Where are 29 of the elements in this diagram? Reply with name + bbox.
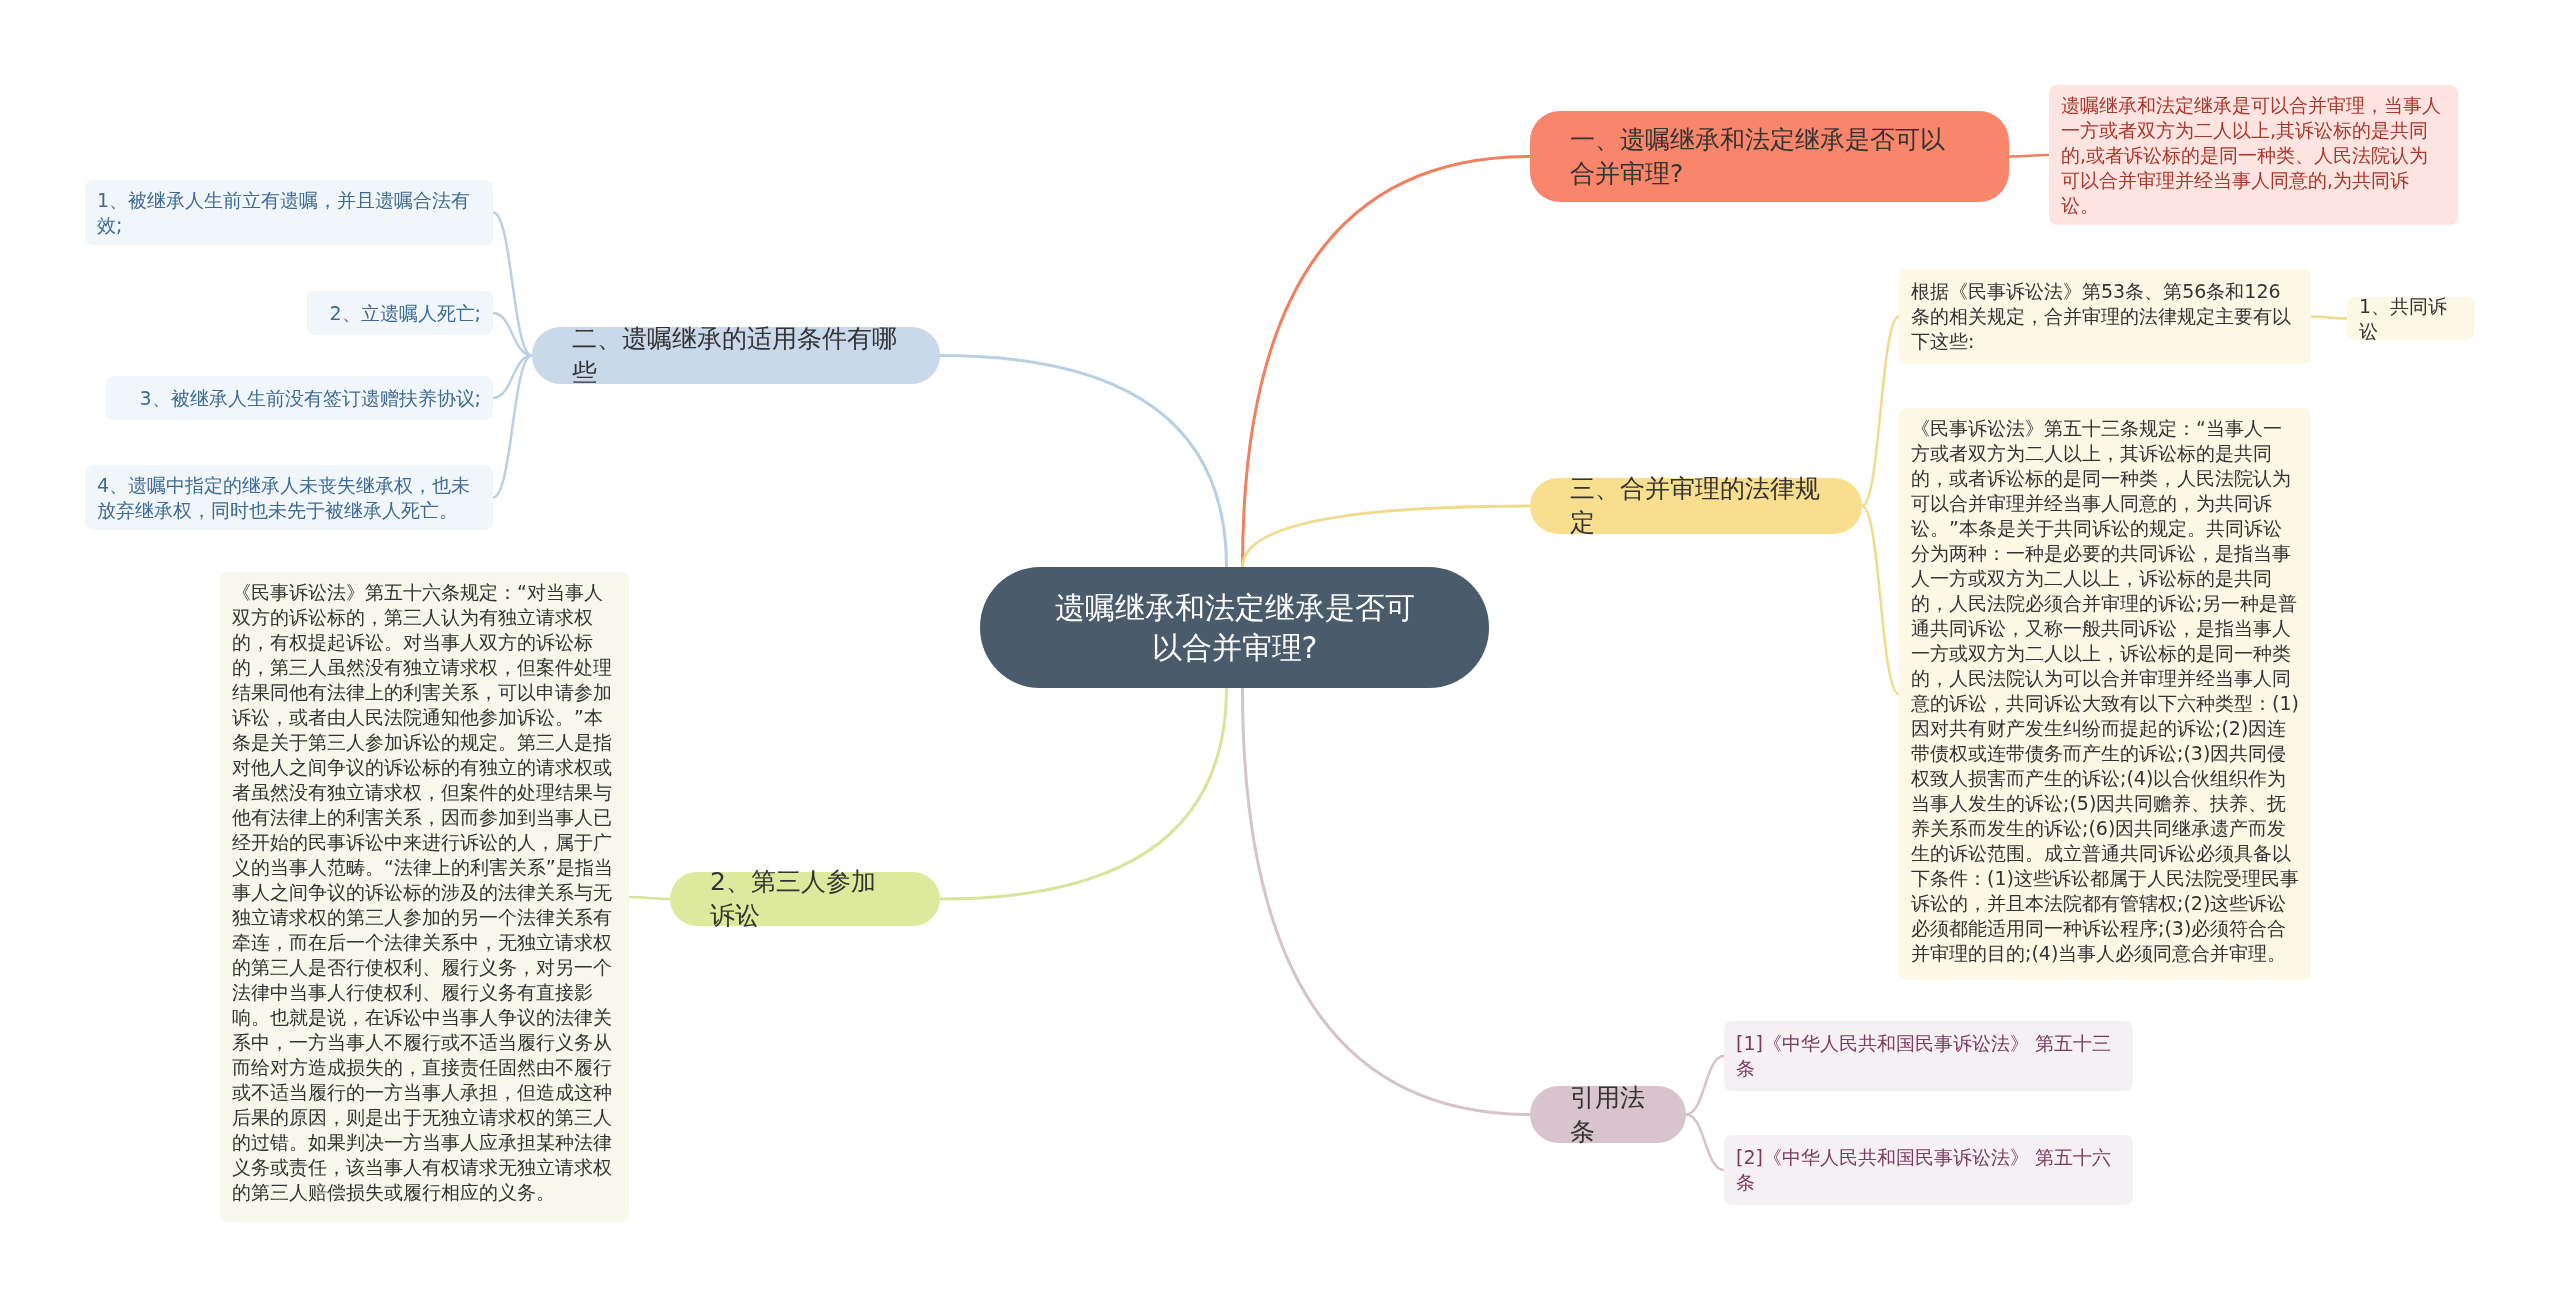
note-card: [2]《中华人民共和国民事诉讼法》 第五十六条 [1724,1135,2133,1205]
subtopic-label: 1、共同诉讼 [2347,297,2474,340]
connector-line [939,687,1228,901]
branch-topic: 三、合并审理的法律规定 [1530,478,1862,534]
connector-line [492,211,533,357]
note-card: 遗嘱继承和法定继承是可以合并审理，当事人一方或者双方为二人以上,其诉讼标的是共同的,或者诉讼标的是同一种类、人民法院认为可以合并审理并经当事人同意的,为共同诉讼。 [2049,85,2458,225]
connector-line [1241,687,1531,1116]
note-card: 根据《民事诉讼法》第53条、第56条和126条的相关规定，合并审理的法律规定主要有以下这些: [1899,269,2311,364]
note-card: 4、遗嘱中指定的继承人未丧失继承权，也未放弃继承权，同时也未先于被继承人死亡。 [85,465,493,530]
connector-line [1241,504,1530,568]
branch-topic: 二、遗嘱继承的适用条件有哪些 [532,327,940,384]
connector-line [1861,315,1900,507]
note-card: 《民事诉讼法》第五十三条规定：“当事人一方或者双方为二人以上，其诉讼标的是共同的，或者诉讼标的是同一种类，人民法院认为可以合并审理并经当事人同意的，为共同诉讼。”本条是关于共同诉讼的规定。共同诉讼分为两种：一种是必要的共同诉讼，是指当事人一方或双方为二人以上，诉讼标的是共同的，人民法院必须合并审理的诉讼;另一种是普通共同诉讼，又称一般共同诉讼，是指当事人一方或双方为二人以上，诉讼标的是同一种类的，人民法院认为可以合并审理并经当事人同意的诉讼，共同诉讼大致有以下六种类型：(1)因对共有财产发生纠纷而提起的诉讼;(2)因连带债权或连带债务而产生的诉讼;(3)因共同侵权致人损害而产生的诉讼;(4)以合伙组织作为当事人发生的诉讼;(5)因共同赡养、扶养、抚养关系而发生的诉讼;(6)因共同继承遗产而发生的诉讼范围。成立普通共同诉讼必须具备以下条件：(1)这些诉讼都属于人民法院受理民事诉讼的，并且本法院都有管辖权;(2)这些诉讼必须都能适用同一种诉讼程序;(3)必须符合合并审理的目的;(4)当事人必须同意合并审理。 [1899,408,2311,980]
subtopic-label: 3、被继承人生前没有签订遗赠扶养协议; [106,376,493,420]
connector-line [629,895,670,901]
note-card: 《民事诉讼法》第五十六条规定：“对当事人双方的诉讼标的，第三人认为有独立请求权的，有权提起诉讼。对当事人双方的诉讼标的，第三人虽然没有独立请求权，但案件处理结果同他有法律上的利害关系，可以申请参加诉讼，或者由人民法院通知他参加诉讼。”本条是关于第三人参加诉讼的规定。第三人是指对他人之间争议的诉讼标的有独立的请求权或者虽然没有独立请求权，但案件的处理结果与他有法律上的利害关系，因而参加到当事人已经开始的民事诉讼中来进行诉讼的人，属于广义的当事人范畴。“法律上的利害关系”是指当事人之间争议的诉讼标的涉及的法律关系与无独立请求权的第三人参加的另一个法律关系有牵连，而在后一个法律关系中，无独立请求权的第三人是否行使权利、履行义务，对另一个法律中当事人行使权利、履行义务有直接影响。也就是说，在诉讼中当事人争议的法律关系中，一方当事人不履行或不适当履行义务从而给对方造成损失的，直接责任固然由不履行或不适当履行的一方当事人承担，但造成这种后果的原因，则是出于无独立请求权的第三人的过错。如果判决一方当事人应承担某种法律义务或责任，该当事人有权请求无独立请求权的第三人赔偿损失或履行相应的义务。 [220,572,629,1222]
connector-line [1685,1054,1725,1116]
connector-line [1861,505,1900,695]
note-card: 1、被继承人生前立有遗嘱，并且遗嘱合法有效; [85,180,493,245]
connector-line [939,354,1228,568]
subtopic-label: 2、立遗嘱人死亡; [307,291,493,335]
branch-topic: 一、遗嘱继承和法定继承是否可以合并审理? [1530,111,2009,202]
connector-line [1685,1113,1725,1172]
connector-line [2009,153,2049,158]
connector-line [492,354,533,499]
note-card: [1]《中华人民共和国民事诉讼法》 第五十三条 [1724,1021,2133,1091]
connector-line [2311,315,2347,320]
branch-topic: 引用法条 [1530,1086,1686,1143]
central-topic: 遗嘱继承和法定继承是否可以合并审理? [980,567,1489,688]
